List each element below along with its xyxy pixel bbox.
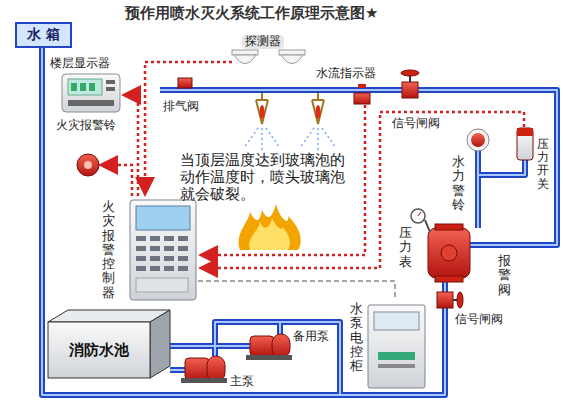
device-label: 备用泵 <box>293 330 329 344</box>
device-label: 火灾报警铃 <box>56 119 116 133</box>
node-text: 水箱 <box>22 26 65 44</box>
device-label: 压力表 <box>399 226 412 269</box>
alarm-controller: 火灾报警控制器 <box>100 196 198 305</box>
device-label: 探测器 <box>242 35 284 49</box>
device-label: 信号闸阀 <box>455 313 503 327</box>
node-text: 火灾报警控制器 <box>102 200 115 300</box>
explanatory-note: 当顶层温度达到玻璃泡的动作温度时，喷头玻璃泡就会破裂。 <box>180 152 350 203</box>
fire-pool-box: 消防水池 <box>48 310 170 378</box>
water-tank-box: 水箱 <box>15 22 72 48</box>
device-label: 排气阀 <box>163 100 199 114</box>
device-label: 主泵 <box>230 375 254 389</box>
device-label: 楼层显示器 <box>50 57 110 71</box>
node-text: 水泵电控柜 <box>350 302 363 373</box>
control-wire <box>198 281 395 298</box>
device-label: 报警阀 <box>498 254 511 297</box>
device-label: 压力开关 <box>537 138 549 191</box>
device-label: 水流指示器 <box>316 67 376 81</box>
diagram-title: 预作用喷水灭火系统工作原理示意图★ <box>125 5 378 22</box>
node-text: 消防水池 <box>69 341 129 360</box>
pump-control-cabinet: 水泵电控柜 <box>348 298 428 392</box>
device-label: 信号闸阀 <box>392 117 440 131</box>
device-label: 水力警铃 <box>452 155 465 212</box>
